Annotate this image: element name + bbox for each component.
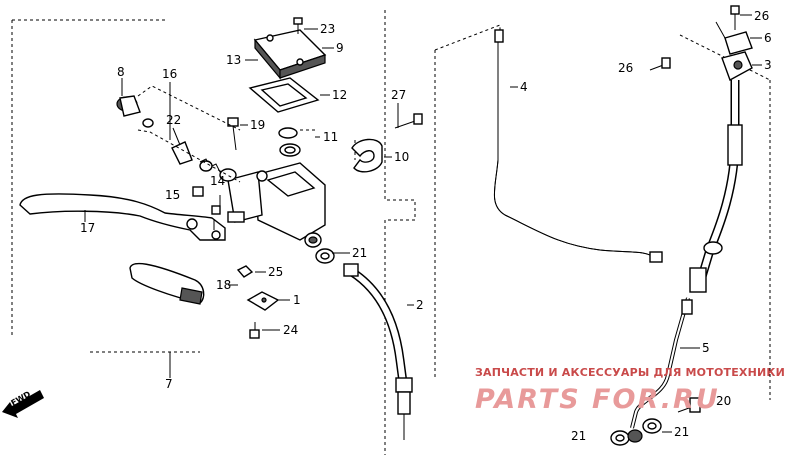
bolt-27 — [394, 113, 423, 129]
label-17: 17 — [80, 221, 95, 235]
label-27: 27 — [391, 88, 406, 102]
leader-lines — [84, 14, 762, 433]
piston-assembly — [116, 85, 241, 183]
label-5: 5 — [702, 341, 710, 355]
label-26b: 26 — [618, 61, 633, 75]
label-2: 2 — [416, 298, 424, 312]
bracket-6 — [715, 5, 753, 55]
label-21a: 21 — [352, 246, 367, 260]
label-21c: 21 — [571, 429, 586, 443]
label-7: 7 — [165, 377, 173, 391]
bolt-20 — [677, 397, 701, 413]
brake-pipe-5 — [630, 297, 693, 429]
holder-10 — [351, 138, 383, 173]
label-14: 14 — [210, 174, 225, 188]
bolt-26 — [649, 57, 671, 71]
lever-protector — [129, 262, 205, 305]
reservoir-cover — [253, 29, 327, 80]
nut-25 — [236, 265, 254, 278]
float-plate — [278, 127, 301, 157]
washer-21a — [315, 248, 335, 264]
brake-line-4 — [493, 29, 663, 263]
label-24: 24 — [283, 323, 298, 337]
label-16: 16 — [162, 67, 177, 81]
washers-21b — [610, 418, 662, 446]
small-parts — [192, 186, 221, 230]
label-19: 19 — [250, 118, 265, 132]
label-15: 15 — [165, 188, 180, 202]
label-8: 8 — [117, 65, 125, 79]
label-23: 23 — [320, 22, 335, 36]
bolt-19 — [227, 117, 239, 151]
label-12: 12 — [332, 88, 347, 102]
label-20: 20 — [716, 394, 731, 408]
label-25: 25 — [268, 265, 283, 279]
watermark-logo: PARTS FOR.RU — [475, 384, 720, 415]
fwd-arrow: FWD — [2, 389, 44, 418]
callout-labels: 23 9 13 12 19 11 10 27 8 16 22 15 14 17 … — [80, 9, 772, 443]
label-10: 10 — [394, 150, 409, 164]
label-11: 11 — [323, 130, 338, 144]
label-21b: 21 — [674, 425, 689, 439]
brake-lever — [19, 193, 226, 241]
diaphragm — [248, 77, 320, 113]
label-9: 9 — [336, 41, 344, 55]
label-4: 4 — [520, 80, 528, 94]
label-22: 22 — [166, 113, 181, 127]
label-18: 18 — [216, 278, 231, 292]
label-3: 3 — [764, 58, 772, 72]
brake-switch — [246, 291, 280, 311]
brake-hose-3 — [689, 51, 753, 293]
master-cylinder-body — [227, 162, 326, 248]
label-6: 6 — [764, 31, 772, 45]
label-26a: 26 — [754, 9, 769, 23]
label-1: 1 — [293, 293, 301, 307]
screw-23 — [293, 17, 303, 34]
screw-24 — [249, 322, 260, 339]
watermark: ЗАПЧАСТИ И АКСЕССУАРЫ ДЛЯ МОТОТЕХНИКИ PA… — [475, 366, 785, 415]
brake-hose-2 — [343, 263, 413, 440]
watermark-tagline: ЗАПЧАСТИ И АКСЕССУАРЫ ДЛЯ МОТОТЕХНИКИ — [475, 366, 785, 379]
label-13: 13 — [226, 53, 241, 67]
